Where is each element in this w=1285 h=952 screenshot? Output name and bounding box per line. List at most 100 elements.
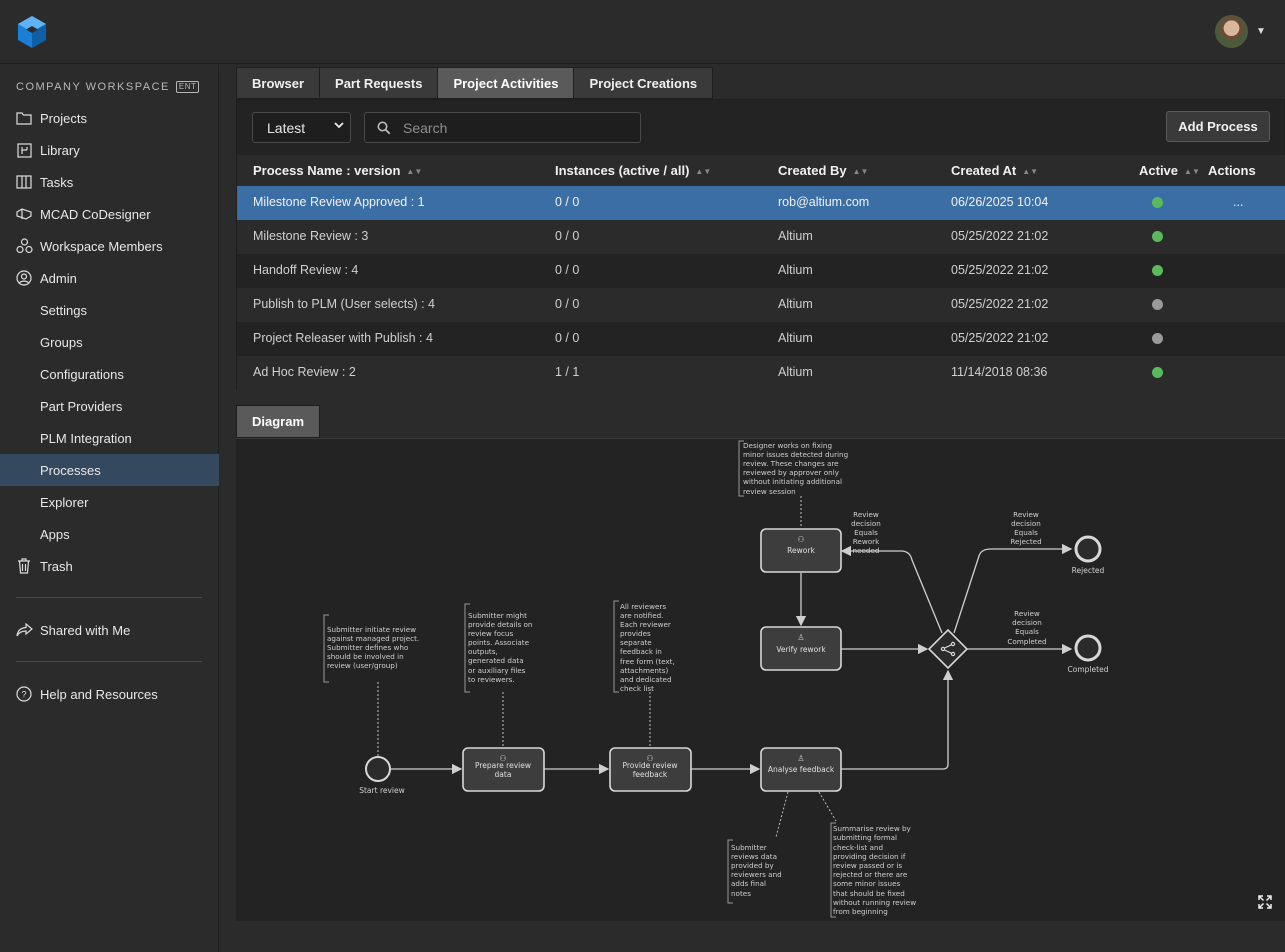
mcad-icon <box>15 205 33 223</box>
status-dot-active <box>1152 231 1163 242</box>
annotation-prepare: Submitter might provide details on revie… <box>468 611 532 684</box>
table-row[interactable]: Milestone Review : 3 0 / 0 Altium 05/25/… <box>237 220 1285 254</box>
sidebar-item-help-and-resources[interactable]: ? Help and Resources <box>0 678 219 710</box>
column-header-created-by[interactable]: Created By▲▼ <box>778 163 869 178</box>
task-analyse-feedback[interactable]: ♙ Analyse feedback <box>760 747 842 792</box>
svg-text:Submitter defines who: Submitter defines who <box>327 643 408 652</box>
sidebar-item-mcad-codesigner[interactable]: MCAD CoDesigner <box>0 198 219 230</box>
sidebar-item-processes[interactable]: Processes <box>0 454 219 486</box>
sidebar-item-workspace-members[interactable]: Workspace Members <box>0 230 219 262</box>
chevron-down-icon <box>334 120 344 132</box>
fullscreen-icon[interactable] <box>1258 895 1272 909</box>
svg-text:or auxiliary files: or auxiliary files <box>468 666 526 675</box>
svg-text:Designer works on fixing: Designer works on fixing <box>743 441 832 450</box>
start-event[interactable] <box>365 756 391 782</box>
svg-text:decision: decision <box>1011 519 1041 528</box>
add-process-button[interactable]: Add Process <box>1166 111 1270 142</box>
folder-icon <box>15 109 33 127</box>
svg-text:needed: needed <box>853 546 880 555</box>
row-actions-button[interactable]: ... <box>1233 195 1244 209</box>
svg-text:adds final: adds final <box>731 879 766 888</box>
sidebar-item-tasks[interactable]: Tasks <box>0 166 219 198</box>
table-row[interactable]: Handoff Review : 4 0 / 0 Altium 05/25/20… <box>237 254 1285 288</box>
process-diagram: Start review ⚇ Prepare review data ⚇ Pro… <box>236 438 1285 921</box>
tab-project-activities[interactable]: Project Activities <box>437 67 575 99</box>
svg-text:Analyse feedback: Analyse feedback <box>768 765 835 774</box>
bpmn-diagram: Start review ⚇ Prepare review data ⚇ Pro… <box>323 440 1109 918</box>
sidebar-item-settings[interactable]: Settings <box>40 302 87 318</box>
search-icon <box>377 121 391 134</box>
svg-text:feedback: feedback <box>633 770 668 779</box>
sidebar-item-admin[interactable]: Admin <box>0 262 219 294</box>
share-icon <box>15 621 33 639</box>
column-header-created-at[interactable]: Created At▲▼ <box>951 163 1039 178</box>
column-header-active[interactable]: Active▲▼ <box>1139 163 1200 178</box>
main-content: Browser Part Requests Project Activities… <box>220 65 1285 952</box>
tab-part-requests[interactable]: Part Requests <box>319 67 439 99</box>
search-input[interactable]: Search <box>364 112 641 143</box>
sidebar-item-shared-with-me[interactable]: Shared with Me <box>0 614 219 646</box>
svg-text:points. Associate: points. Associate <box>468 638 530 647</box>
task-prepare-review-data[interactable]: ⚇ Prepare review data <box>462 747 545 792</box>
svg-text:Rejected: Rejected <box>1010 537 1041 546</box>
column-header-process-name[interactable]: Process Name : version▲▼ <box>253 163 423 178</box>
svg-text:that should be fixed: that should be fixed <box>833 889 905 898</box>
tab-diagram[interactable]: Diagram <box>236 405 321 438</box>
status-dot-inactive <box>1152 333 1163 344</box>
table-row[interactable]: Project Releaser with Publish : 4 0 / 0 … <box>237 322 1285 356</box>
decision-gateway[interactable] <box>927 628 969 670</box>
column-header-actions: Actions <box>1208 163 1256 178</box>
sidebar-item-groups[interactable]: Groups <box>40 334 83 350</box>
svg-text:submitting formal: submitting formal <box>833 833 897 842</box>
tab-browser[interactable]: Browser <box>236 67 321 99</box>
altium-logo[interactable] <box>16 15 48 49</box>
annotation-rework: Designer works on fixing minor issues de… <box>743 441 848 496</box>
sidebar-item-explorer[interactable]: Explorer <box>40 494 89 510</box>
sidebar-item-projects[interactable]: Projects <box>0 102 219 134</box>
sort-icon: ▲▼ <box>852 167 869 176</box>
sidebar-item-trash[interactable]: Trash <box>0 550 219 582</box>
column-header-instances[interactable]: Instances (active / all)▲▼ <box>555 163 712 178</box>
tab-project-creations[interactable]: Project Creations <box>573 67 714 99</box>
svg-text:review (user/group): review (user/group) <box>327 661 398 670</box>
svg-text:check list: check list <box>620 684 654 693</box>
end-event-completed[interactable] <box>1074 634 1102 662</box>
edge-label-rejected: Review decision Equals Rejected <box>1010 510 1041 546</box>
help-icon: ? <box>15 685 33 703</box>
annotation-start: Submitter initiate review against manage… <box>327 625 419 670</box>
svg-text:provides: provides <box>620 629 651 638</box>
user-icon: ♙ <box>797 633 804 642</box>
svg-text:?: ? <box>21 690 26 700</box>
svg-text:Verify rework: Verify rework <box>776 645 826 654</box>
table-row[interactable]: Publish to PLM (User selects) : 4 0 / 0 … <box>237 288 1285 322</box>
user-avatar[interactable] <box>1215 15 1248 48</box>
sort-icon: ▲▼ <box>1184 167 1200 176</box>
sidebar-item-configurations[interactable]: Configurations <box>40 366 124 382</box>
svg-text:Rework: Rework <box>853 537 880 546</box>
sidebar-item-apps[interactable]: Apps <box>40 526 70 542</box>
svg-text:Submitter initiate review: Submitter initiate review <box>327 625 416 634</box>
status-dot-inactive <box>1152 299 1163 310</box>
search-placeholder: Search <box>403 119 448 136</box>
table-row[interactable]: Ad Hoc Review : 2 1 / 1 Altium 11/14/201… <box>237 356 1285 390</box>
chevron-down-icon[interactable]: ▼ <box>1256 26 1266 37</box>
status-dot-active <box>1152 265 1163 276</box>
status-dot-active <box>1152 197 1163 208</box>
tab-bar: Browser Part Requests Project Activities… <box>236 67 714 99</box>
task-verify-rework[interactable]: ♙ Verify rework <box>760 626 842 671</box>
svg-text:generated data: generated data <box>468 656 524 665</box>
task-provide-review-feedback[interactable]: ⚇ Provide review feedback <box>609 747 692 792</box>
svg-text:are notified.: are notified. <box>620 611 663 620</box>
process-panel: Latest Search Add Process Process Name :… <box>236 99 1285 390</box>
sidebar-item-library[interactable]: Library <box>0 134 219 166</box>
sidebar-item-part-providers[interactable]: Part Providers <box>40 398 123 414</box>
version-select[interactable]: Latest <box>252 112 351 143</box>
svg-text:provide details on: provide details on <box>468 620 532 629</box>
end-event-rejected[interactable] <box>1074 535 1102 563</box>
sidebar-item-plm-integration[interactable]: PLM Integration <box>40 430 132 446</box>
sidebar-divider <box>16 661 202 662</box>
svg-text:Provide review: Provide review <box>623 761 678 770</box>
table-row[interactable]: Milestone Review Approved : 1 0 / 0 rob@… <box>237 186 1285 220</box>
task-rework[interactable]: ⚇ Rework <box>760 528 842 573</box>
